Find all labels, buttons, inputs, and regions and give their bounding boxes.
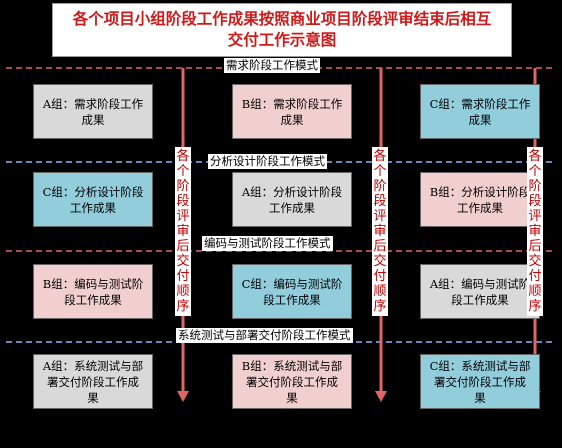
card-text: B组：分析设计阶段工作成果 <box>429 184 531 215</box>
card-a-coding: A组：编码与测试阶段工作成果 <box>420 264 540 319</box>
phase-label-coding: 编码与测试阶段工作模式 <box>202 236 333 251</box>
card-c-design: C组：分析设计阶段工作成果 <box>33 172 153 227</box>
diagram-title: 各个项目小组阶段工作成果按照商业项目阶段评审结束后相互交付工作示意图 <box>72 10 492 49</box>
card-a-deploy: A组：系统测试与部署交付阶段工作成果 <box>33 354 153 409</box>
card-c-deploy: C组：系统测试与部署交付阶段工作成果 <box>420 354 540 409</box>
card-text: A组：编码与测试阶段工作成果 <box>429 276 531 307</box>
card-text: B组：系统测试与部署交付阶段工作成果 <box>241 358 343 405</box>
card-text: A组：分析设计阶段工作成果 <box>241 184 343 215</box>
arrow-label-left: 各个阶段评审后交付顺序 <box>175 147 191 316</box>
card-c-coding: C组：编码与测试阶段工作成果 <box>232 264 352 319</box>
arrow-label-middle: 各个阶段评审后交付顺序 <box>372 147 388 316</box>
card-text: C组：需求阶段工作成果 <box>429 96 531 127</box>
arrow-label-right: 各个阶段评审后交付顺序 <box>527 147 543 316</box>
card-b-deploy: B组：系统测试与部署交付阶段工作成果 <box>232 354 352 409</box>
arrow-head-middle <box>375 391 387 402</box>
card-b-requirements: B组：需求阶段工作成果 <box>232 84 352 139</box>
title-box: 各个项目小组阶段工作成果按照商业项目阶段评审结束后相互交付工作示意图 <box>52 3 512 57</box>
phase-label-design: 分析设计阶段工作模式 <box>208 154 327 169</box>
card-text: C组：系统测试与部署交付阶段工作成果 <box>429 358 531 405</box>
card-text: C组：分析设计阶段工作成果 <box>42 184 144 215</box>
card-a-design: A组：分析设计阶段工作成果 <box>232 172 352 227</box>
arrow-head-left <box>177 391 189 402</box>
card-c-requirements: C组：需求阶段工作成果 <box>420 84 540 139</box>
card-text: A组：需求阶段工作成果 <box>42 96 144 127</box>
card-a-requirements: A组：需求阶段工作成果 <box>33 84 153 139</box>
card-text: B组：需求阶段工作成果 <box>241 96 343 127</box>
card-text: A组：系统测试与部署交付阶段工作成果 <box>42 358 144 405</box>
card-b-design: B组：分析设计阶段工作成果 <box>420 172 540 227</box>
card-text: C组：编码与测试阶段工作成果 <box>241 276 343 307</box>
phase-label-requirements: 需求阶段工作模式 <box>224 58 320 73</box>
card-b-coding: B组：编码与测试阶段工作成果 <box>33 264 153 319</box>
phase-label-deploy: 系统测试与部署交付阶段工作模式 <box>176 328 353 343</box>
card-text: B组：编码与测试阶段工作成果 <box>42 276 144 307</box>
